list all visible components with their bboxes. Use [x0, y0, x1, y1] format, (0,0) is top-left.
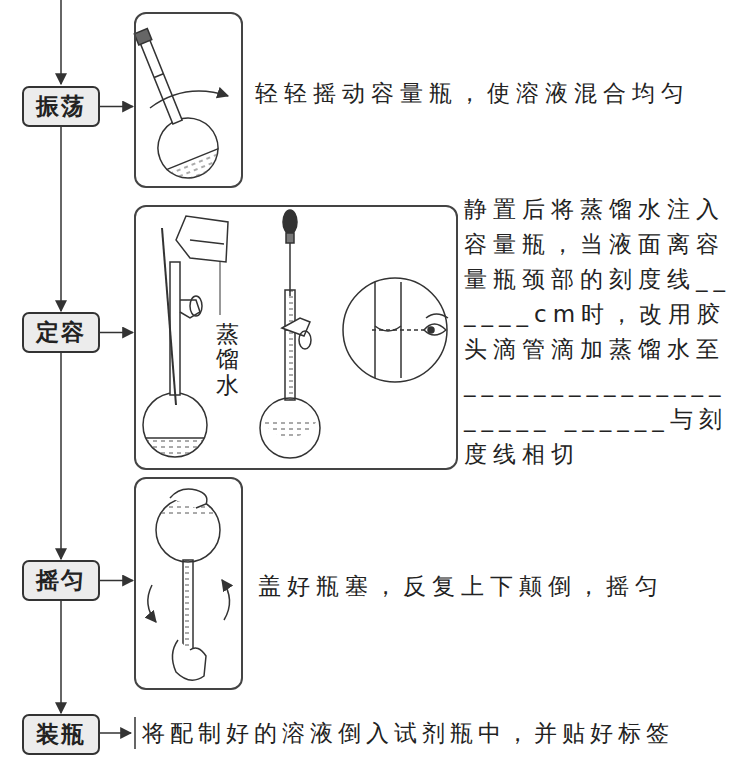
step-description: 轻轻摇动容量瓶，使溶液混合均匀	[255, 76, 690, 111]
flow-arrow	[60, 601, 62, 713]
flow-arrow	[100, 106, 133, 108]
flow-arrow	[100, 332, 133, 334]
part-label: 蒸馏水	[216, 322, 239, 398]
step-label: 振荡	[36, 91, 86, 122]
magnifier-view	[343, 278, 448, 382]
dropper-flask	[260, 210, 320, 458]
invert-flask	[148, 489, 230, 680]
step-label: 定容	[36, 317, 86, 348]
step-box: 装瓶	[22, 714, 100, 755]
pouring-setup	[143, 216, 228, 457]
flow-arrow	[60, 353, 62, 559]
step-box: 振荡	[22, 86, 100, 127]
step-label: 摇匀	[36, 565, 86, 596]
step-box: 摇匀	[22, 560, 100, 601]
step-description: 盖好瓶塞，反复上下颠倒，摇匀	[258, 569, 664, 604]
illustration-panel: 轻轻摇动容量瓶，使溶液混合均匀	[134, 12, 243, 188]
incoming-arrow	[60, 0, 62, 84]
step-description: 将配制好的溶液倒入试剂瓶中，并贴好标签	[142, 718, 674, 749]
step-description: 静置后将蒸馏水注入容量瓶，当液面离容量瓶颈部的刻度线______cm时，改用胶头…	[464, 192, 736, 472]
step-label: 装瓶	[36, 719, 86, 750]
flow-arrow	[60, 127, 62, 311]
swirl-flask	[113, 20, 228, 188]
illustration-panel: 静置后将蒸馏水注入容量瓶，当液面离容量瓶颈部的刻度线______cm时，改用胶头…	[134, 205, 458, 470]
step-box: 定容	[22, 312, 100, 353]
pointer-bar	[134, 717, 136, 749]
flow-arrow	[100, 580, 133, 582]
pointer-arrow	[100, 732, 131, 734]
illustration-panel: 盖好瓶塞，反复上下颠倒，摇匀	[134, 477, 243, 690]
